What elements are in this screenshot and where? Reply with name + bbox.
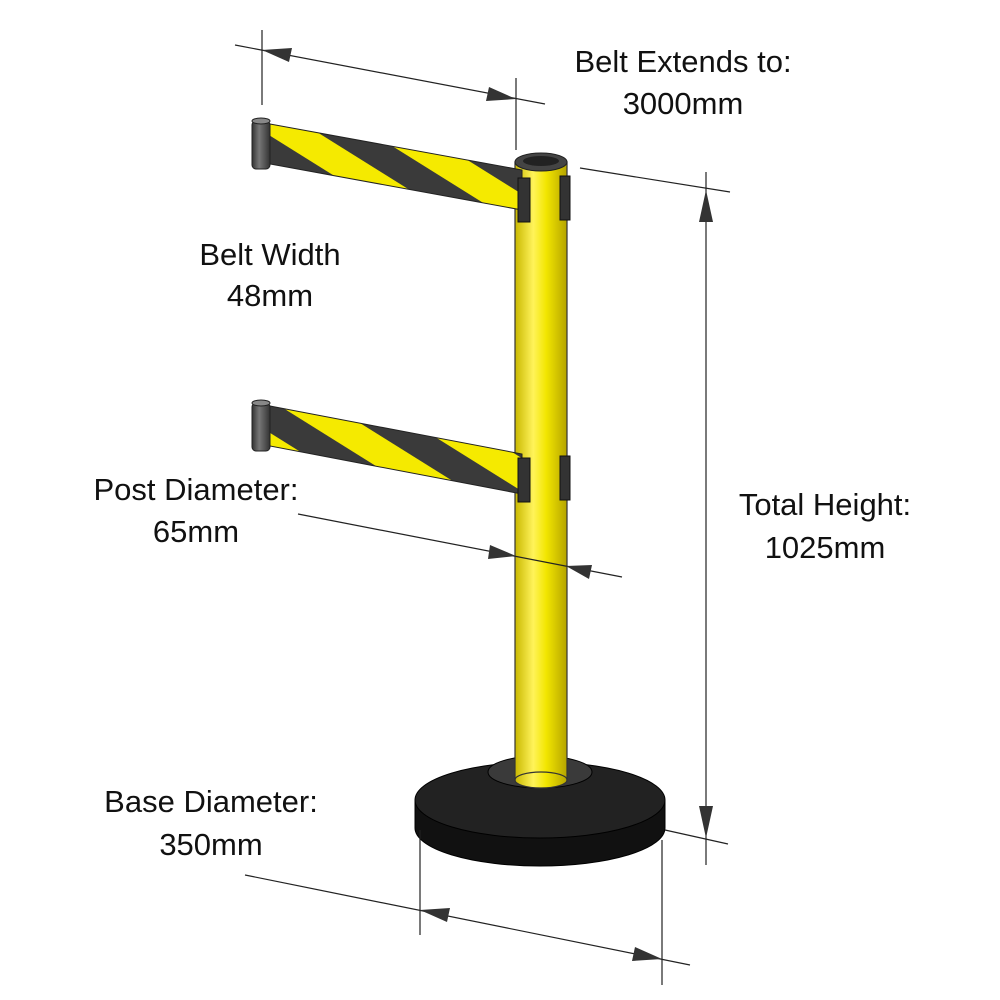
belt-clip xyxy=(559,175,571,221)
arrow-icon xyxy=(486,87,516,101)
belt-clip xyxy=(559,455,571,501)
belt-end-cap xyxy=(251,402,271,452)
arrow-icon xyxy=(566,565,592,579)
yellow-post xyxy=(514,152,568,789)
total-height-dimension xyxy=(579,167,731,865)
base-diameter-label: Base Diameter: xyxy=(104,784,318,819)
arrow-icon xyxy=(488,545,516,559)
belt-extends-dimension xyxy=(234,30,546,150)
belt-extends-label: Belt Extends to: xyxy=(574,44,791,79)
top-belt xyxy=(251,117,571,223)
belt-end-cap xyxy=(251,120,271,170)
total-height-value: 1025mm xyxy=(765,530,886,565)
belt-width-label: Belt Width xyxy=(199,237,340,272)
arrow-icon xyxy=(699,190,713,222)
post-diameter-label: Post Diameter: xyxy=(93,472,298,507)
belt-clip xyxy=(517,177,531,223)
base-diameter-dimension xyxy=(244,830,691,985)
arrow-icon xyxy=(420,908,450,922)
belt-extends-value: 3000mm xyxy=(623,86,744,121)
post-diameter-dimension xyxy=(297,513,623,579)
base-diameter-value: 350mm xyxy=(159,827,262,862)
arrow-icon xyxy=(632,947,662,961)
arrow-icon xyxy=(262,48,292,62)
post-diameter-value: 65mm xyxy=(153,514,239,549)
bottom-belt xyxy=(251,399,571,503)
belt-clip xyxy=(517,457,531,503)
belt-width-value: 48mm xyxy=(227,278,313,313)
total-height-label: Total Height: xyxy=(739,487,911,522)
arrow-icon xyxy=(699,806,713,838)
